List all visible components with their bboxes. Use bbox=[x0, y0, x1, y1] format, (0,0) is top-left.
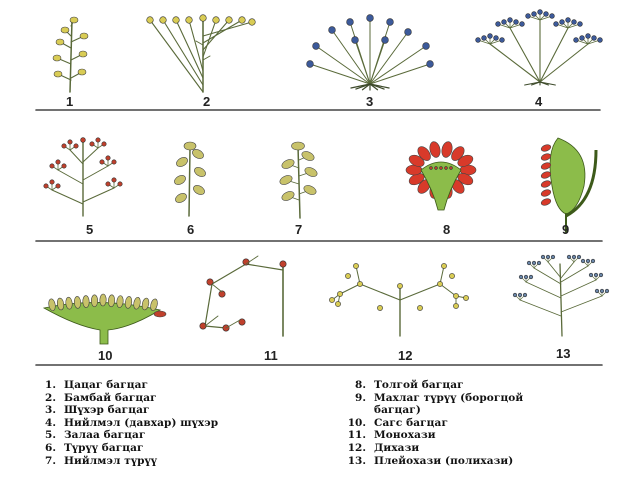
legend-text: Монохази bbox=[374, 429, 436, 442]
legend-row: 1. Цацаг багцаг bbox=[30, 379, 218, 392]
legend-row: 2. Бамбай багцаг bbox=[30, 392, 218, 405]
legend-text: Шүхэр багцаг bbox=[64, 404, 150, 417]
legend-row: 7. Нийлмэл түрүү bbox=[30, 455, 218, 468]
figure-number-3: 3 bbox=[366, 94, 374, 109]
legend-number: 12. bbox=[347, 441, 366, 454]
figure-number-12: 12 bbox=[398, 348, 413, 363]
legend-number: 7. bbox=[45, 454, 56, 467]
legend-text: Сагс багцаг bbox=[374, 416, 448, 429]
figure-number-7: 7 bbox=[295, 222, 303, 237]
figure-number-5: 5 bbox=[86, 222, 94, 237]
legend-number: 4. bbox=[45, 416, 56, 429]
figure-number-6: 6 bbox=[187, 222, 195, 237]
figure-4-drawing bbox=[475, 9, 603, 86]
figure-11-drawing bbox=[199, 255, 287, 337]
legend-number: 10. bbox=[347, 416, 366, 429]
legend-number: 9. bbox=[355, 391, 366, 404]
legend-number: 6. bbox=[45, 441, 56, 454]
legend-row: 3. Шүхэр багцаг bbox=[30, 404, 218, 417]
legend-text: Түрүү багцаг bbox=[64, 441, 144, 454]
legend-row: 6. Түрүү багцаг bbox=[30, 442, 218, 455]
legend-row: 10. Сагс багцаг bbox=[340, 417, 523, 430]
legend-row: 9. Махлаг түрүү (борогцой bbox=[340, 392, 523, 405]
figure-number-4: 4 bbox=[535, 94, 543, 109]
figure-number-13: 13 bbox=[556, 346, 571, 361]
figure-number-1: 1 bbox=[66, 94, 74, 109]
figure-number-10: 10 bbox=[98, 348, 113, 363]
figure-9-drawing bbox=[540, 137, 598, 233]
legend-number: 11. bbox=[347, 429, 366, 442]
figure-6-drawing bbox=[174, 141, 206, 217]
figure-8-drawing bbox=[405, 141, 477, 211]
figure-number-2: 2 bbox=[203, 94, 211, 109]
legend-row: 4. Нийлмэл (давхар) шүхэр bbox=[30, 417, 218, 430]
figure-number-9: 9 bbox=[562, 222, 570, 237]
legend-text: Нийлмэл (давхар) шүхэр bbox=[64, 416, 219, 429]
legend-number: 5. bbox=[45, 429, 56, 442]
separator-lines bbox=[35, 109, 603, 366]
legend-row: 11. Монохази bbox=[340, 429, 523, 442]
legend-number: 3. bbox=[45, 404, 56, 417]
legend-number bbox=[340, 404, 374, 417]
figure-5-drawing bbox=[43, 137, 123, 217]
figure-13-drawing bbox=[512, 254, 610, 337]
legend-number: 1. bbox=[45, 379, 56, 391]
legend-row: 13. Плейохази (полихази) bbox=[340, 455, 523, 468]
legend-text: Цацаг багцаг bbox=[64, 379, 149, 391]
legend-text: багцаг) bbox=[374, 404, 421, 417]
figure-number-8: 8 bbox=[443, 222, 451, 237]
legend-text: Толгой багцаг bbox=[374, 379, 464, 391]
figure-2-drawing bbox=[146, 14, 256, 93]
legend-row: 12. Дихази bbox=[340, 442, 523, 455]
legend-text: Махлаг түрүү (борогцой bbox=[374, 391, 524, 404]
legend-text: Залаа багцаг bbox=[64, 429, 146, 442]
figure-number-11: 11 bbox=[264, 348, 278, 363]
legend-number: 2. bbox=[45, 391, 56, 404]
legend-number: 13. bbox=[347, 454, 366, 467]
legend-row: багцаг) bbox=[340, 404, 523, 417]
figure-3-drawing bbox=[306, 14, 434, 91]
legend-row: 8. Толгой багцаг bbox=[340, 379, 523, 392]
figure-1-drawing bbox=[52, 16, 89, 93]
legend-text: Плейохази (полихази) bbox=[374, 454, 514, 467]
legend-number: 8. bbox=[355, 379, 366, 391]
legend-left: 1. Цацаг багцаг 2. Бамбай багцаг 3. Шүхэр баг… bbox=[30, 379, 218, 467]
figure-12-drawing bbox=[329, 263, 469, 337]
figure-7-drawing bbox=[279, 141, 318, 219]
figure-10-drawing bbox=[42, 293, 167, 345]
legend-text: Дихази bbox=[374, 441, 420, 454]
legend-text: Нийлмэл түрүү bbox=[64, 454, 157, 467]
legend-row: 5. Залаа багцаг bbox=[30, 429, 218, 442]
legend-text: Бамбай багцаг bbox=[64, 391, 157, 404]
